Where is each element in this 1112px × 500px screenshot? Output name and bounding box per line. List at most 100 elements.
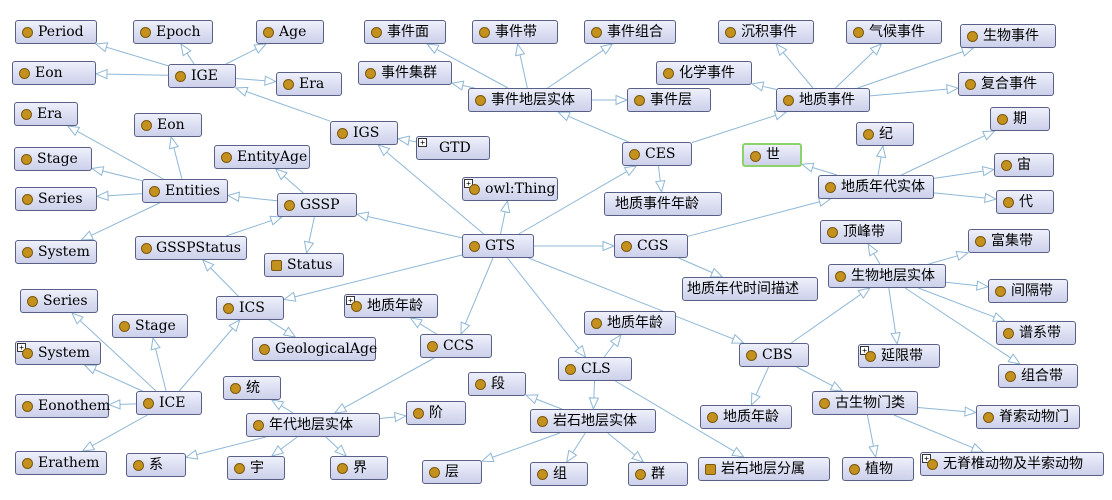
- node-event-cluster[interactable]: 事件集群: [358, 61, 452, 85]
- edge-ccs-chrono: [344, 357, 435, 409]
- node-age[interactable]: Age: [256, 20, 324, 44]
- arrowhead-icon: [588, 397, 600, 411]
- node-interval-zone[interactable]: 间隔带: [988, 279, 1068, 303]
- node-ige[interactable]: IGE: [168, 64, 236, 88]
- node-system[interactable]: +System: [15, 341, 101, 365]
- node-invertebrata[interactable]: +无脊椎动物及半索动物: [920, 452, 1104, 476]
- node-epoch[interactable]: Epoch: [133, 20, 213, 44]
- node-stage[interactable]: Stage: [112, 314, 188, 338]
- node-group-cn[interactable]: 群: [628, 462, 688, 486]
- node-status[interactable]: Status: [264, 253, 344, 277]
- node-geo-age[interactable]: 地质年龄: [700, 405, 792, 429]
- node-abundance-zone[interactable]: 富集带: [968, 229, 1050, 253]
- node-sedimentary-event[interactable]: 沉积事件: [718, 20, 814, 44]
- node-bed-cn[interactable]: 层: [422, 460, 482, 484]
- node-event-band[interactable]: 事件带: [472, 20, 558, 44]
- node-eon[interactable]: Eon: [12, 61, 96, 85]
- node-event-combination[interactable]: 事件组合: [584, 20, 676, 44]
- expand-icon[interactable]: +: [922, 454, 931, 463]
- node-assemblage-zone[interactable]: 组合带: [998, 364, 1078, 388]
- node-period-cn[interactable]: 纪: [856, 122, 914, 146]
- node-geochron-time-desc[interactable]: 地质年代时间描述: [682, 277, 818, 301]
- node-chemical-event[interactable]: 化学事件: [656, 61, 752, 85]
- arrowhead-icon: [750, 392, 761, 407]
- expand-icon[interactable]: +: [17, 343, 26, 352]
- node-range-zone[interactable]: +延限带: [858, 344, 940, 368]
- expand-icon[interactable]: +: [464, 179, 473, 188]
- node-eonothem-cn[interactable]: 宇: [227, 456, 285, 480]
- node-eon-cn[interactable]: 宙: [994, 153, 1054, 177]
- node-climate-event[interactable]: 气候事件: [846, 20, 942, 44]
- node-gts[interactable]: GTS: [462, 234, 534, 258]
- node-period[interactable]: Period: [15, 20, 97, 44]
- arrowhead-icon: [270, 399, 285, 411]
- node-cbs[interactable]: CBS: [739, 343, 809, 367]
- node-compound-event[interactable]: 复合事件: [958, 72, 1054, 96]
- node-label: CES: [645, 146, 676, 162]
- node-cgs[interactable]: CGS: [614, 234, 688, 258]
- node-era[interactable]: Era: [276, 72, 342, 96]
- node-erathem[interactable]: Erathem: [15, 451, 107, 475]
- expand-icon[interactable]: +: [860, 346, 869, 355]
- node-acme-zone[interactable]: 顶峰带: [820, 220, 902, 244]
- node-event-age[interactable]: 地质事件年龄: [604, 192, 722, 216]
- node-geo-age[interactable]: 地质年龄: [584, 311, 676, 335]
- node-label: Eonothem: [38, 398, 111, 414]
- node-event-layer[interactable]: 事件层: [627, 88, 711, 112]
- edge-ice-stage2: [155, 348, 167, 392]
- node-member-cn[interactable]: 段: [468, 372, 526, 396]
- node-ccs[interactable]: CCS: [420, 334, 492, 358]
- edge-gts-ces: [518, 171, 627, 235]
- node-stage[interactable]: Stage: [14, 147, 92, 171]
- node-lithostrat-entity[interactable]: 岩石地层实体: [530, 409, 656, 433]
- expand-icon[interactable]: +: [346, 296, 355, 305]
- node-system[interactable]: System: [15, 240, 97, 264]
- node-eonothem[interactable]: Eonothem: [15, 394, 111, 418]
- node-stage-cn[interactable]: 阶: [406, 401, 466, 425]
- node-biostrat-entity[interactable]: 生物地层实体: [828, 264, 946, 288]
- node-entityage[interactable]: EntityAge: [214, 145, 310, 169]
- node-owl-thing[interactable]: +owl:Thing: [462, 177, 558, 201]
- node-system-cn[interactable]: 系: [126, 453, 186, 477]
- node-chordata[interactable]: 脊索动物门: [976, 405, 1080, 429]
- node-event-strat-entity[interactable]: 事件地层实体: [468, 88, 592, 112]
- node-geochron-entity[interactable]: 地质年代实体: [818, 175, 934, 199]
- node-ice[interactable]: ICE: [136, 391, 202, 415]
- node-event-surface[interactable]: 事件面: [364, 20, 446, 44]
- node-eon[interactable]: Eon: [134, 113, 202, 137]
- node-igs[interactable]: IGS: [330, 121, 398, 145]
- node-gtd[interactable]: +GTD: [416, 136, 490, 160]
- node-label: Entities: [165, 183, 220, 199]
- node-ics[interactable]: ICS: [216, 296, 284, 320]
- node-geo-age[interactable]: +地质年龄: [344, 294, 438, 318]
- arrowhead-icon: [150, 336, 161, 351]
- arrowhead-icon: [425, 43, 440, 55]
- node-plantae[interactable]: 植物: [842, 457, 914, 481]
- node-stage-cn[interactable]: 期: [990, 107, 1050, 131]
- node-ces[interactable]: CES: [622, 142, 692, 166]
- node-erathem-cn[interactable]: 界: [330, 456, 388, 480]
- node-gssp[interactable]: GSSP: [277, 193, 357, 217]
- edge-gssp-entityage: [283, 175, 304, 194]
- node-gsspstatus[interactable]: GSSPStatus: [135, 236, 247, 260]
- node-chronostrat-entity[interactable]: 年代地层实体: [246, 413, 380, 437]
- node-formation-cn[interactable]: 组: [530, 462, 588, 486]
- node-era-cn[interactable]: 代: [996, 190, 1054, 214]
- node-biological-event[interactable]: 生物事件: [960, 24, 1056, 48]
- node-cls[interactable]: CLS: [558, 357, 632, 381]
- node-entities[interactable]: Entities: [142, 179, 228, 203]
- node-geological-event[interactable]: 地质事件: [776, 88, 870, 112]
- node-geologicalage[interactable]: GeologicalAge: [252, 337, 377, 361]
- edge-ige-period: [106, 46, 169, 67]
- node-series-cn[interactable]: 统: [223, 376, 281, 400]
- class-dot-icon: [469, 241, 480, 252]
- node-series[interactable]: Series: [20, 289, 98, 313]
- node-lithostrat-subunit[interactable]: 岩石地层分属: [698, 457, 830, 481]
- node-fossil-group[interactable]: 古生物门类: [812, 391, 918, 415]
- node-series[interactable]: Series: [15, 187, 97, 211]
- node-epoch-cn[interactable]: 世: [742, 143, 802, 167]
- node-lineage-zone[interactable]: 谱系带: [996, 321, 1076, 345]
- node-era[interactable]: Era: [14, 102, 78, 126]
- edge-igs-ige: [246, 91, 331, 122]
- expand-icon[interactable]: +: [418, 138, 427, 147]
